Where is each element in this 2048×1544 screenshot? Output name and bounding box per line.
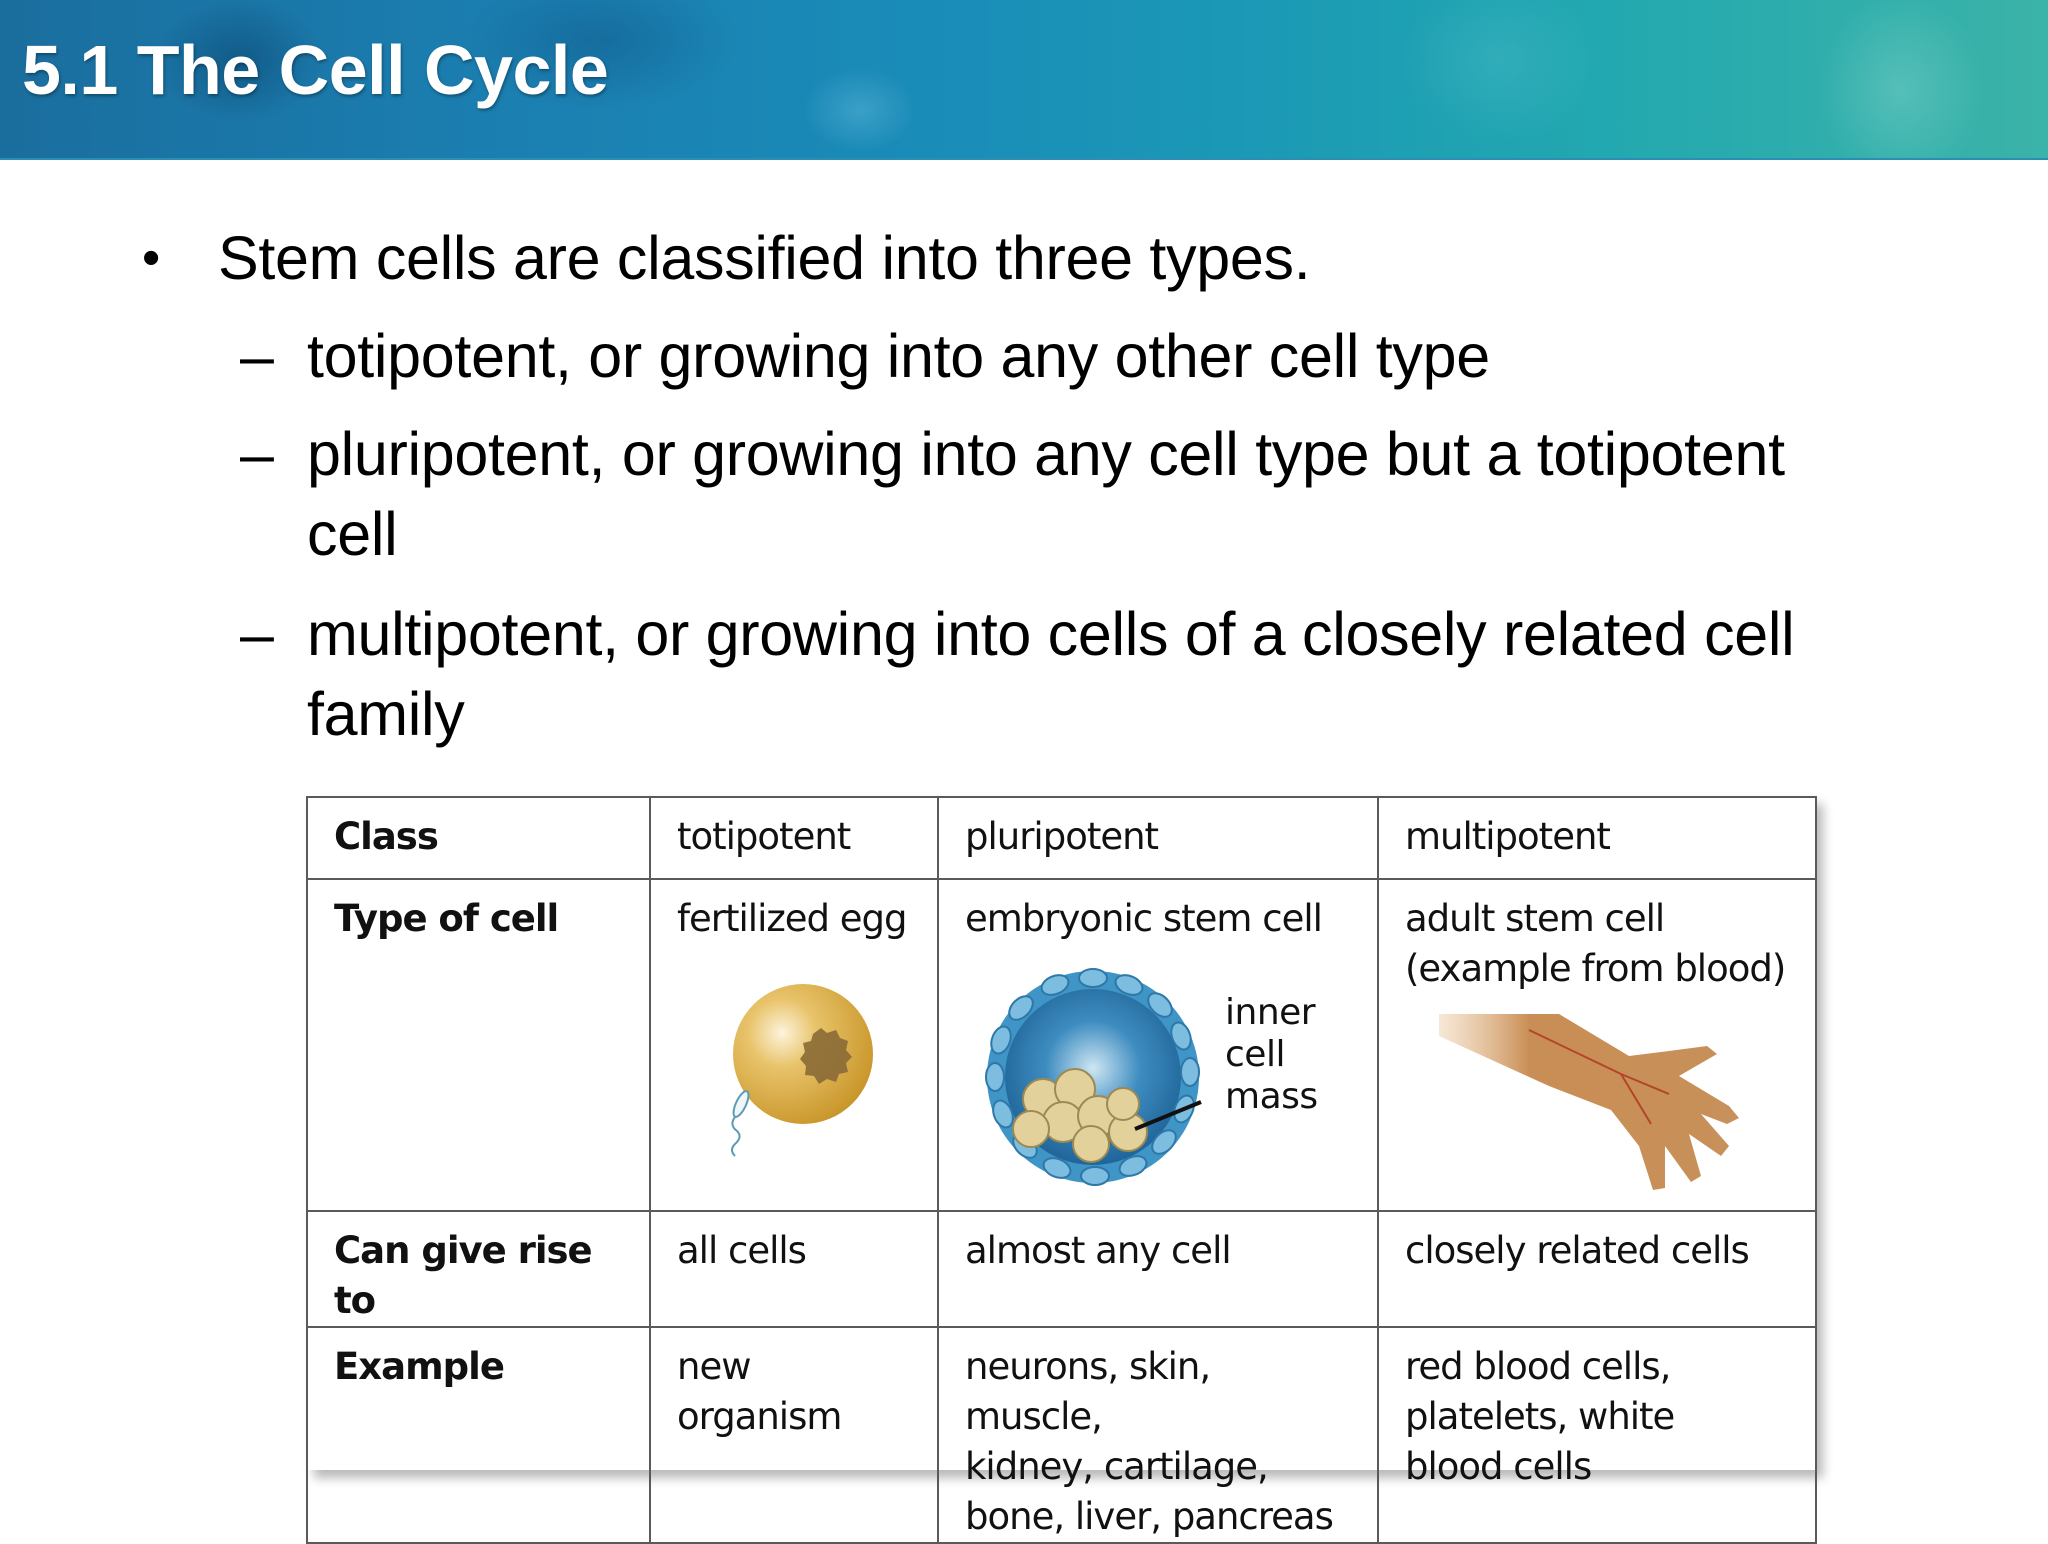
inner-cell-mass-label: inner cell mass [1225,992,1318,1118]
sub-item-multipotent-line1: multipotent, or growing into cells of a … [307,600,1795,668]
bullet-text: Stem cells are classified into three typ… [218,224,1311,292]
cell-line: bone, liver, pancreas [965,1495,1334,1538]
label-line: cell [1225,1034,1285,1075]
table-row-example: Example new organism neurons, skin, musc… [306,1326,1817,1544]
sub-item-multipotent-line2: family [307,680,465,748]
sub-item-pluripotent-line2: cell [307,500,398,568]
cell-rise-multipotent: closely related cells [1377,1210,1817,1328]
cell-type-totipotent: fertilized egg [649,878,939,1212]
cell-line: red blood cells, [1405,1345,1671,1388]
dash-marker: – [240,322,274,390]
sub-item-totipotent: totipotent, or growing into any other ce… [307,322,1490,390]
cell-line: new [677,1345,751,1388]
blastocyst-icon [985,968,1202,1186]
label-line: inner [1225,992,1316,1033]
stem-cell-classification-table: Class totipotent pluripotent multipotent… [306,796,1817,1544]
cell-example-pluripotent: neurons, skin, muscle, kidney, cartilage… [937,1326,1379,1544]
cell-rise-totipotent: all cells [649,1210,939,1328]
dash-marker: – [240,420,274,488]
stem-cell-table: Class totipotent pluripotent multipotent… [306,796,1817,1544]
cell-line: neurons, skin, muscle, [965,1345,1211,1438]
cell-type-label-line1: adult stem cell [1405,897,1665,940]
dash-marker: – [240,600,274,668]
row-header-can-give-rise-to: Can give rise to [306,1210,651,1328]
cell-type-label: embryonic stem cell [965,897,1323,940]
cell-type-multipotent: adult stem cell (example from blood) [1377,878,1817,1212]
cell-class-totipotent: totipotent [649,796,939,880]
cell-type-label-line2: (example from blood) [1405,947,1786,990]
sub-item-pluripotent-line1: pluripotent, or growing into any cell ty… [307,420,1785,488]
label-line: mass [1225,1076,1318,1117]
slide-title: 5.1 The Cell Cycle [22,31,609,109]
cell-example-multipotent: red blood cells, platelets, white blood … [1377,1326,1817,1544]
cell-type-label: fertilized egg [677,897,908,940]
cell-line: kidney, cartilage, [965,1445,1269,1488]
cell-line: organism [677,1395,842,1438]
cell-line: blood cells [1405,1445,1592,1488]
fertilized-egg-icon [731,984,873,1157]
cell-line: platelets, white [1405,1395,1675,1438]
bullet-marker: • [142,229,160,287]
row-header-type-of-cell: Type of cell [306,878,651,1212]
cell-example-totipotent: new organism [649,1326,939,1544]
table-row-can-give-rise-to: Can give rise to all cells almost any ce… [306,1210,1817,1328]
arm-hand-icon [1439,1014,1739,1190]
cell-rise-pluripotent: almost any cell [937,1210,1379,1328]
table-row-class: Class totipotent pluripotent multipotent [306,796,1817,880]
cell-class-multipotent: multipotent [1377,796,1817,880]
slide-header-band: 5.1 The Cell Cycle [0,0,2048,160]
cell-type-pluripotent: embryonic stem cell [937,878,1379,1212]
cell-class-pluripotent: pluripotent [937,796,1379,880]
row-header-class: Class [306,796,651,880]
row-header-example: Example [306,1326,651,1544]
table-row-type-of-cell: Type of cell fertilized egg [306,878,1817,1212]
